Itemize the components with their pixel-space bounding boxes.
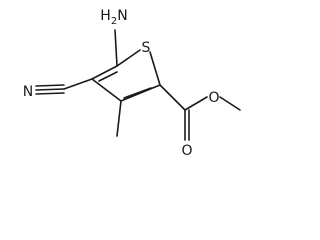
bond-c4-cnitrile	[63, 78, 93, 90]
bond-c5-s	[116, 49, 141, 67]
bond-c3-methyl	[116, 100, 122, 137]
bond-s-c2	[149, 51, 161, 86]
molecule-diagram: H2N S N O O	[23, 8, 241, 159]
bond-ccarbonyl-oester	[184, 96, 208, 111]
amino-label: H2N	[100, 8, 127, 27]
carbonyl-o-label: O	[181, 143, 192, 159]
bond-c5-n-amino	[114, 29, 118, 67]
sulfur-label: S	[142, 40, 151, 56]
bond-c3-c4	[91, 78, 122, 102]
ester-o-label: O	[208, 90, 219, 106]
bond-oester-methyl	[219, 96, 241, 111]
nitrile-triple-1	[35, 88, 65, 91]
structure-canvas: H2N S N O O	[22, 8, 241, 159]
bond-c2-ccarbonyl	[159, 84, 186, 111]
nitrile-triple-3	[35, 92, 65, 95]
nitrile-triple-2	[35, 84, 65, 87]
bond-c4-c5-inner	[98, 71, 118, 82]
nitrile-n-label: N	[23, 84, 33, 100]
bond-c2-c3-inner	[123, 87, 152, 99]
bond-c2-c3	[120, 84, 161, 102]
bond-c4-c5	[91, 65, 118, 80]
